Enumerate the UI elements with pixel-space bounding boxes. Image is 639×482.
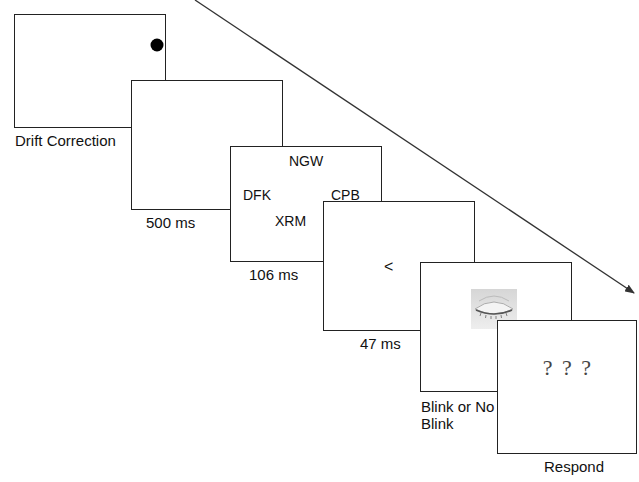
response-prompt: ? ? ? [543,355,593,380]
duration-label: 500 ms [146,214,195,231]
letter-string: NGW [289,153,323,169]
screen-frame: ? ? ?Respond [497,320,637,454]
arrow-cue: < [384,258,393,276]
screen-label: Blink or No Blink [421,398,501,433]
letter-string: XRM [275,213,306,229]
screen-label: Respond [544,458,604,475]
fixation-dot [149,37,165,53]
letter-string: DFK [243,187,271,203]
duration-label: 47 ms [360,335,401,352]
screen-label: Drift Correction [15,132,116,149]
duration-label: 106 ms [249,266,298,283]
